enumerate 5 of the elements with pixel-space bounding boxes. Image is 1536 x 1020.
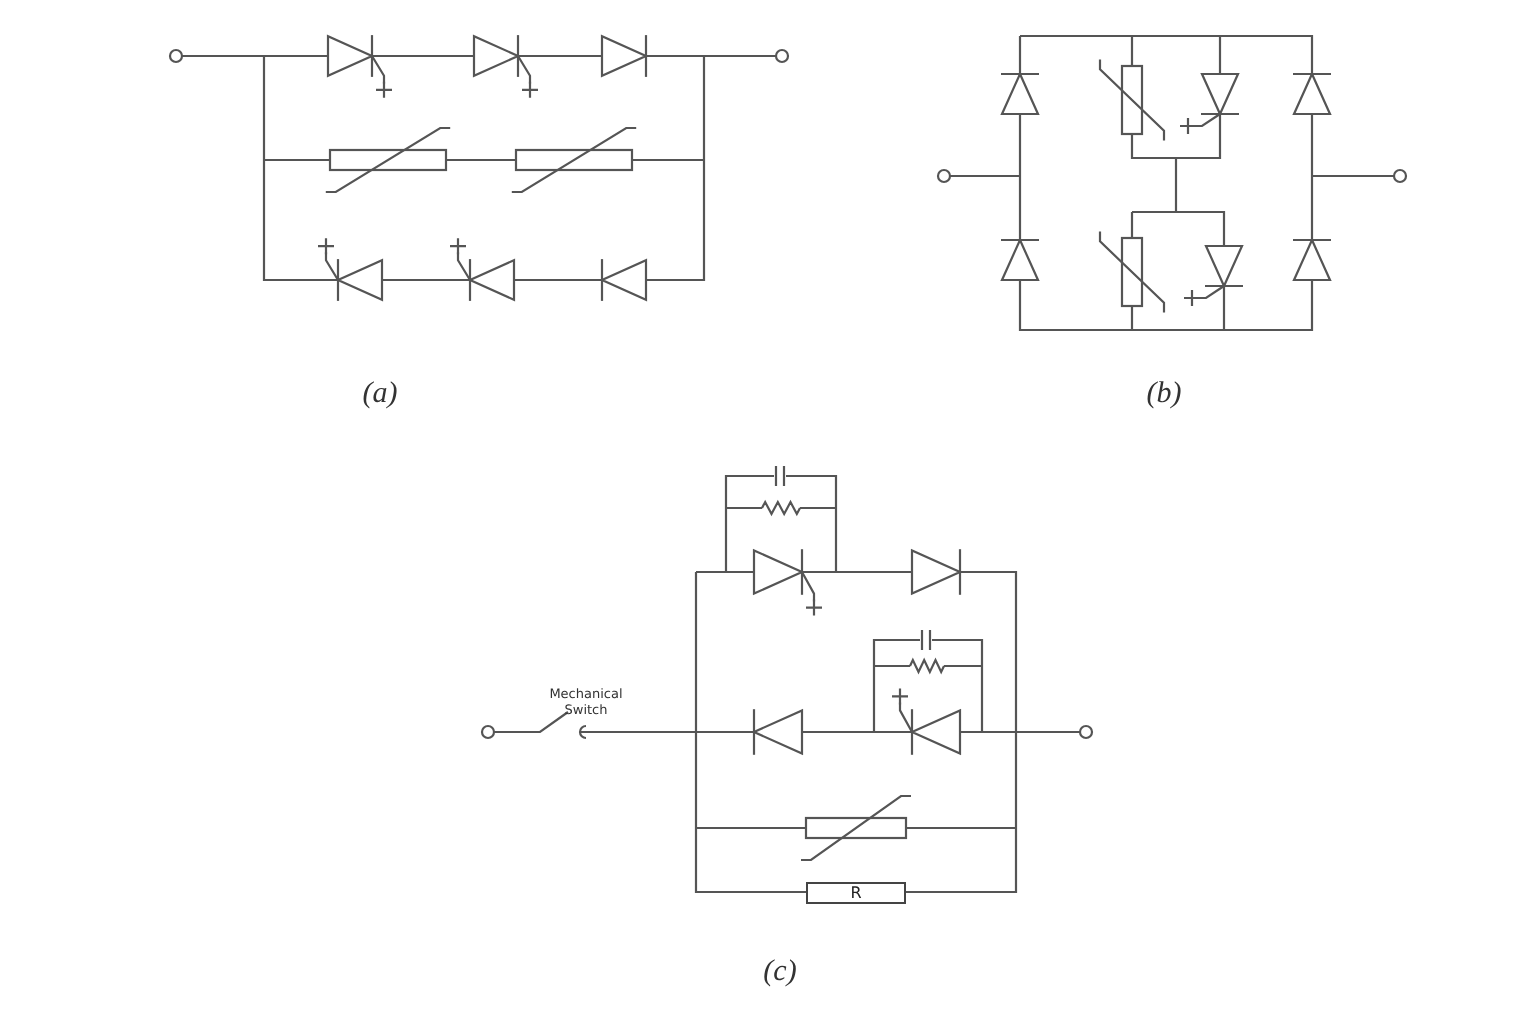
resistor-symbol (806, 882, 906, 904)
panel-caption: (c) (761, 956, 799, 990)
panel-caption: (b) (1144, 378, 1184, 412)
resistor-label: R (850, 885, 862, 901)
panel-caption: (a) (360, 378, 400, 412)
